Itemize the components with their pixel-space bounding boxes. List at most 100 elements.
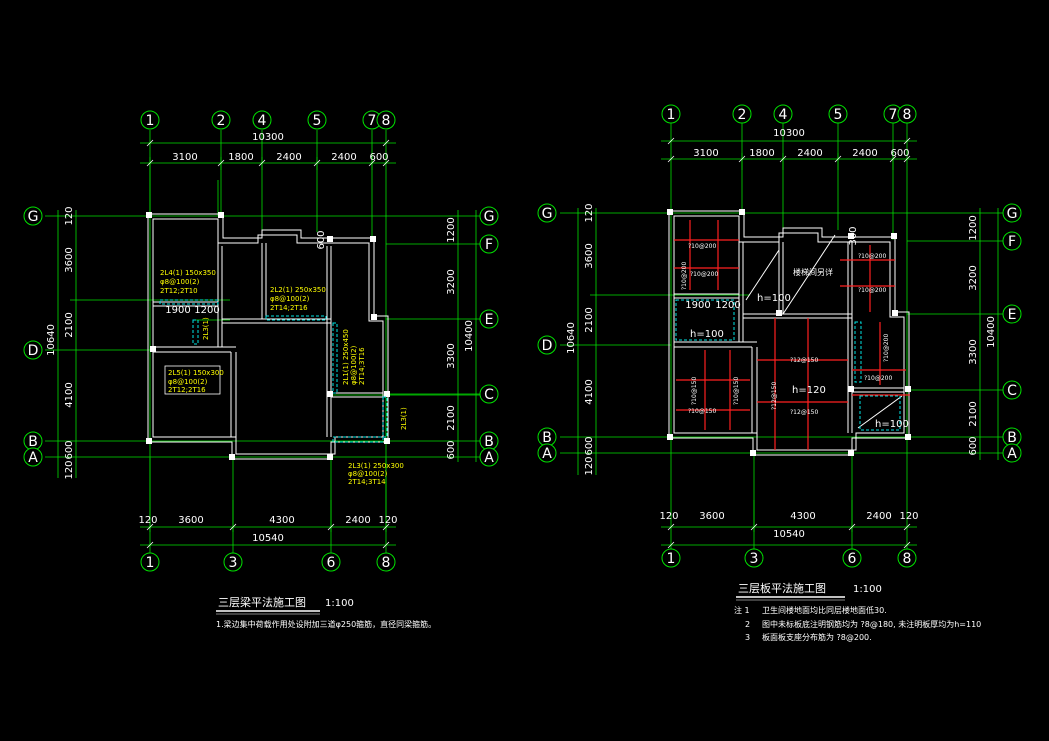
- beam-annotation: 2L3(1): [202, 317, 210, 340]
- rebar-label: ?12@150: [790, 409, 818, 416]
- dim-left-3: 2100: [584, 307, 595, 332]
- axis-label-top-8: 8: [382, 113, 391, 129]
- axis-label-bottom-6: 6: [327, 555, 336, 571]
- dim-left-1: 120: [64, 206, 75, 225]
- dim-bottom-1: 120: [659, 511, 678, 522]
- dim-top-4: 2400: [852, 148, 877, 159]
- dim-left-2: 3600: [584, 243, 595, 268]
- dim-right-total: 10400: [986, 316, 997, 348]
- axis-label-right-e: E: [485, 312, 494, 328]
- dim-top-5: 600: [890, 148, 909, 159]
- dim-top-3: 2400: [276, 152, 301, 163]
- dim-inner-3: 600: [316, 230, 327, 249]
- beam-annotation: φ8@100(2): [168, 378, 208, 386]
- rebar-label: ?10@200: [688, 243, 716, 250]
- axis-label-left-g: G: [28, 209, 39, 225]
- axis-label-left-d: D: [542, 338, 553, 354]
- dim-bottom-total: 10540: [773, 529, 805, 540]
- beam-annotation: 2L4(1) 150x350: [160, 269, 216, 277]
- beam-annotation: 2T12;2T10: [160, 287, 198, 295]
- axis-label-left-g: G: [542, 206, 553, 222]
- rebar-label: ?10@150: [688, 408, 716, 415]
- axis-label-top-1: 1: [146, 113, 155, 129]
- axis-label-left-d: D: [28, 343, 39, 359]
- dim-bottom-5: 120: [899, 511, 918, 522]
- slab-note-text: 卫生间楼地面均比同层楼地面低30.: [762, 605, 887, 615]
- dim-right-4: 2100: [446, 405, 457, 430]
- dim-bottom-4: 2400: [345, 515, 370, 526]
- axis-label-bottom-8: 8: [903, 551, 912, 567]
- dim-bottom-2: 3600: [178, 515, 203, 526]
- rebar-label: ?10@200: [858, 253, 886, 260]
- axis-label-right-e: E: [1008, 307, 1017, 323]
- dim-right-2: 3200: [968, 265, 979, 290]
- axis-label-bottom-1: 1: [667, 551, 676, 567]
- dim-left-6: 120: [64, 460, 75, 479]
- beam-annotation: 2L3(1): [400, 407, 408, 430]
- dim-top-5: 600: [369, 152, 388, 163]
- right-slab-plan: 1 2 4 5 7 8 1 3 6 8 G D B A G F E C B A …: [537, 104, 1022, 642]
- dim-bottom-total: 10540: [252, 533, 284, 544]
- axis-label-bottom-1: 1: [146, 555, 155, 571]
- slab-note-text: 板面板支座分布筋为 ?8@200.: [762, 632, 872, 642]
- dim-top-2: 1800: [228, 152, 253, 163]
- rebar-label: ?10@200: [690, 271, 718, 278]
- dim-right-3: 3300: [446, 343, 457, 368]
- axis-label-bottom-3: 3: [229, 555, 238, 571]
- dim-top-total: 10300: [773, 128, 805, 139]
- axis-label-right-c: C: [1007, 383, 1017, 399]
- slab-thickness-label: h=100: [690, 329, 724, 340]
- dim-inner-1: 1900: [165, 305, 190, 316]
- slab-note-number: 2: [745, 620, 750, 629]
- rebar-label: ?10@200: [858, 287, 886, 294]
- beam-annotation: 2L2(1) 250x350: [270, 286, 326, 294]
- slab-note-number: 3: [745, 633, 750, 642]
- dim-bottom-1: 120: [138, 515, 157, 526]
- dim-right-total: 10400: [464, 320, 475, 352]
- axis-label-top-4: 4: [258, 113, 267, 129]
- axis-label-right-b: B: [484, 434, 494, 450]
- dim-right-4: 2100: [968, 401, 979, 426]
- axis-label-bottom-3: 3: [750, 551, 759, 567]
- dim-right-1: 1200: [968, 215, 979, 240]
- dim-top-3: 2400: [797, 148, 822, 159]
- axis-label-top-4: 4: [779, 107, 788, 123]
- beam-annotation: φ8@100(2): [350, 345, 358, 385]
- axis-label-right-a: A: [484, 450, 494, 466]
- dim-left-total: 10640: [566, 322, 577, 354]
- dim-left-3: 2100: [64, 312, 75, 337]
- beam-annotation: 2L1(1) 250x450: [342, 329, 350, 385]
- stair-note: 楼梯间另详: [793, 267, 833, 277]
- dim-left-4: 4100: [584, 379, 595, 404]
- slab-note-number: 注 1: [734, 605, 750, 615]
- dim-left-5: 600: [584, 436, 595, 455]
- right-plan-scale: 1:100: [853, 584, 882, 595]
- beam-annotation: 2T14;3T16: [358, 347, 366, 385]
- beam-annotation: 2T14;2T16: [270, 304, 308, 312]
- left-beam-plan: 1 2 4 5 7 8 1 3 6 8 G D B A G F E C B A …: [23, 110, 499, 629]
- axis-label-bottom-8: 8: [382, 555, 391, 571]
- rebar-label: ?12@150: [771, 382, 778, 410]
- rebar-label: ?10@200: [864, 375, 892, 382]
- axis-label-left-b: B: [28, 434, 38, 450]
- dim-top-1: 3100: [693, 148, 718, 159]
- axis-label-left-a: A: [28, 450, 38, 466]
- axis-label-top-2: 2: [738, 107, 747, 123]
- axis-label-left-a: A: [542, 446, 552, 462]
- dim-inner-2: 1200: [715, 300, 740, 311]
- left-plan-note: 1.梁边集中荷载作用处设附加三道φ250箍筋，直径同梁箍筋。: [216, 619, 436, 629]
- axis-label-right-a: A: [1007, 446, 1017, 462]
- rebar-label: ?12@150: [790, 357, 818, 364]
- left-plan-title: 三层梁平法施工图: [218, 595, 306, 609]
- axis-label-top-7: 7: [889, 107, 898, 123]
- rebar-label: ?10@150: [733, 377, 740, 405]
- axis-label-top-8: 8: [903, 107, 912, 123]
- axis-label-top-2: 2: [217, 113, 226, 129]
- dim-right-5: 600: [968, 436, 979, 455]
- dim-left-1: 120: [584, 203, 595, 222]
- dim-top-4: 2400: [331, 152, 356, 163]
- axis-label-top-1: 1: [667, 107, 676, 123]
- beam-annotation: 2T12;2T16: [168, 386, 206, 394]
- axis-label-right-f: F: [485, 237, 493, 253]
